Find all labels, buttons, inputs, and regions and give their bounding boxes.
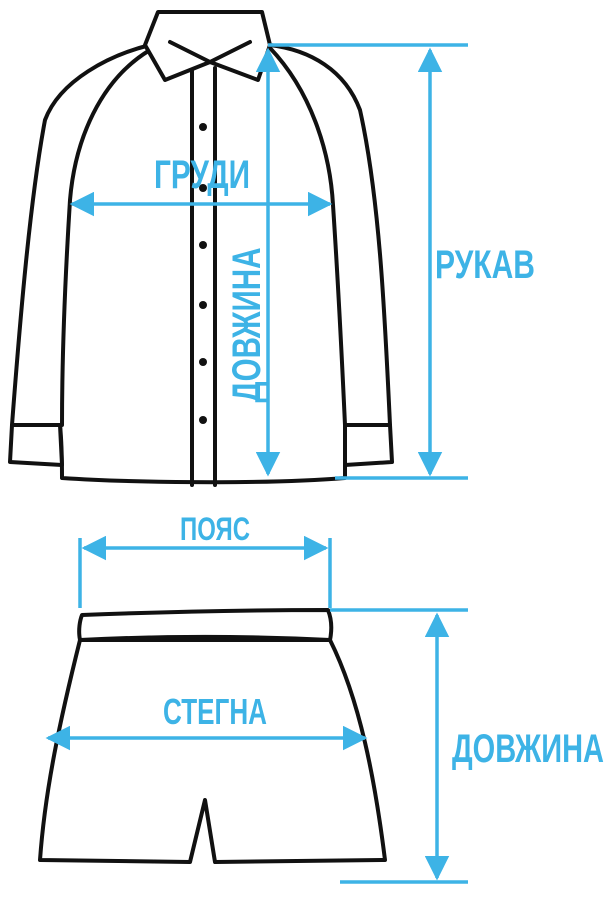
waist-label: ПОЯС [180,511,250,547]
hips-label: СТЕГНА [163,691,267,732]
shorts-body [38,638,387,864]
chest-label: ГРУДИ [154,153,250,197]
right-sleeve-seam [268,46,347,427]
waistband [77,608,334,642]
sleeve-label: РУКАВ [435,243,535,287]
buttons [199,123,207,424]
shorts-illustration [38,608,387,864]
shorts-length-label: ДОВЖИНА [452,727,604,771]
placket [190,66,217,487]
right-cuff [343,423,394,467]
left-cuff [8,423,64,467]
collar-fold [168,40,252,64]
measurement-lines [45,43,468,884]
shirt-illustration [8,10,394,487]
shirt-length-label: ДОВЖИНА [225,248,269,403]
